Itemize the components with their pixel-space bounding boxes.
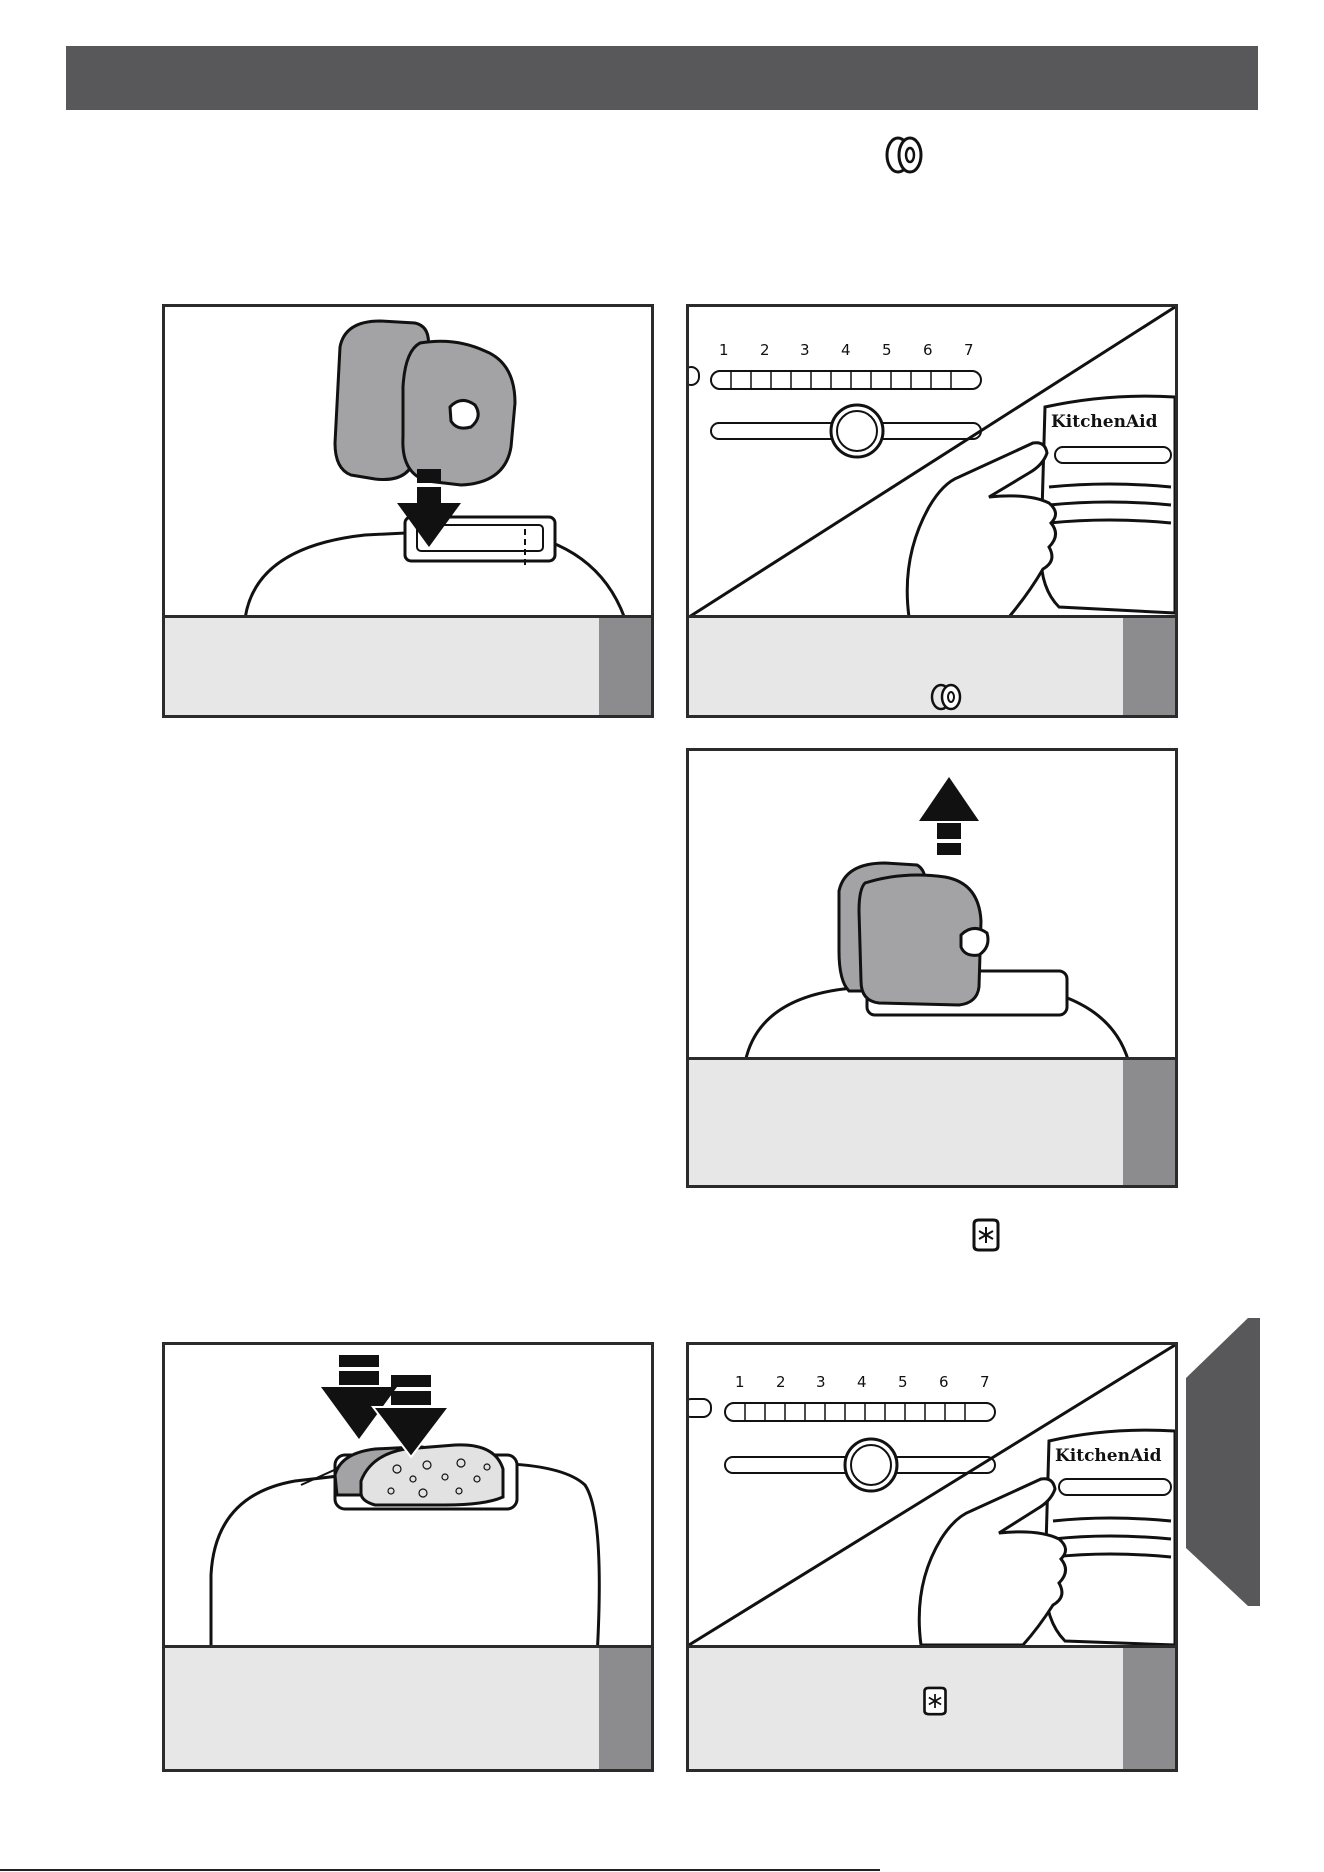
panel-caption	[165, 615, 651, 715]
svg-text:7: 7	[964, 341, 974, 359]
svg-text:6: 6	[923, 341, 933, 359]
panel-caption	[689, 1057, 1175, 1185]
insert-frozen-bread-illustration	[165, 1345, 651, 1655]
bagel-icon	[929, 682, 963, 712]
caption-tab	[599, 1648, 651, 1769]
svg-text:2: 2	[760, 341, 770, 359]
svg-text:4: 4	[857, 1373, 867, 1391]
panel-caption	[689, 1645, 1175, 1769]
bagel-icon	[883, 134, 925, 176]
panel-insert-frozen-bread	[162, 1342, 654, 1772]
footer-rule	[0, 1869, 880, 1871]
brand-logo: KitchenAid	[1051, 412, 1158, 432]
svg-text:5: 5	[898, 1373, 908, 1391]
svg-text:7: 7	[980, 1373, 990, 1391]
panel-caption	[689, 615, 1175, 715]
svg-text:4: 4	[841, 341, 851, 359]
caption-tab	[1123, 1648, 1175, 1769]
panel-press-bagel-button: 1 2 3 4 5 6 7 KitchenAid	[686, 304, 1178, 718]
caption-tab	[1123, 1060, 1175, 1185]
panel-remove-bagel	[686, 748, 1178, 1188]
svg-text:3: 3	[816, 1373, 826, 1391]
panel-press-frozen-button: 1 2 3 4 5 6 7 KitchenAid	[686, 1342, 1178, 1772]
frozen-icon	[921, 1686, 949, 1716]
svg-text:6: 6	[939, 1373, 949, 1391]
svg-text:1: 1	[735, 1373, 745, 1391]
panel-caption	[165, 1645, 651, 1769]
svg-text:5: 5	[882, 341, 892, 359]
insert-bagel-illustration	[165, 307, 651, 617]
caption-tab	[599, 618, 651, 715]
svg-text:1: 1	[719, 341, 729, 359]
section-side-tab	[1186, 1318, 1260, 1606]
control-panel-illustration: 1 2 3 4 5 6 7 KitchenAid	[689, 307, 1175, 617]
svg-text:3: 3	[800, 341, 810, 359]
control-panel-illustration: 1 2 3 4 5 6 7 KitchenAid	[689, 1345, 1175, 1655]
frozen-icon	[970, 1218, 1002, 1252]
section-header-bar	[66, 46, 1258, 110]
caption-tab	[1123, 618, 1175, 715]
panel-insert-bagel	[162, 304, 654, 718]
svg-text:2: 2	[776, 1373, 786, 1391]
remove-bagel-illustration	[689, 751, 1175, 1061]
brand-logo: KitchenAid	[1055, 1446, 1162, 1466]
